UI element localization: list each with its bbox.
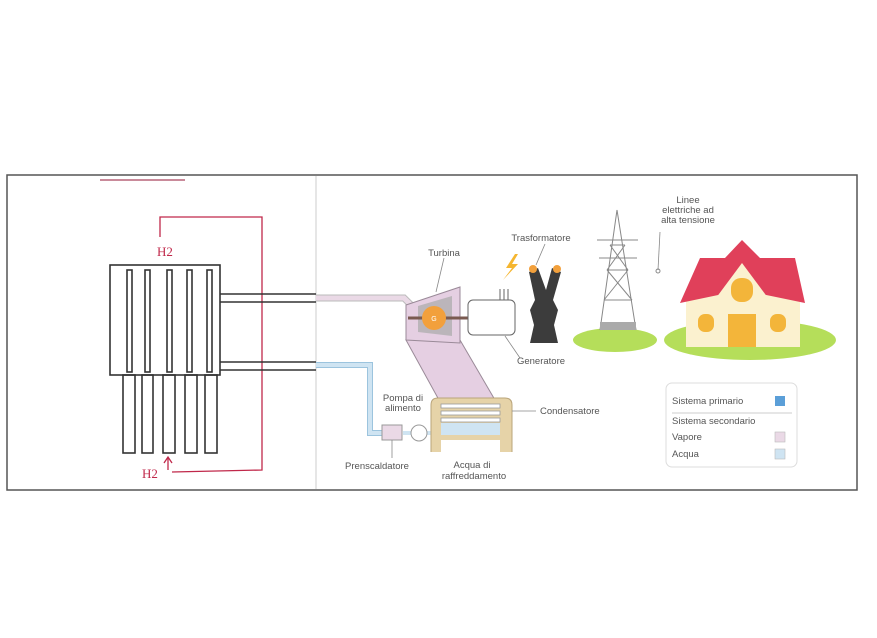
transmission-tower: [597, 209, 638, 331]
generator: [467, 299, 516, 336]
transformer-label: Trasformatore: [511, 233, 570, 244]
leader-line: [504, 335, 521, 359]
legend-box: [665, 382, 798, 468]
grass: [573, 328, 657, 352]
condenser-gap: [441, 440, 500, 452]
leader-line: [657, 231, 661, 271]
slot: [126, 269, 133, 373]
electrode-finger: [204, 374, 218, 454]
cooling-water-label-1: Acqua di: [454, 460, 491, 471]
condenser-coil: [440, 417, 501, 423]
legend-water: Acqua: [672, 449, 700, 460]
external-wire: [159, 216, 263, 473]
legend: Sistema primario Sistema secondario Vapo…: [665, 382, 798, 468]
electrode-finger: [184, 374, 198, 454]
house: [680, 240, 805, 347]
legend-secondary: Sistema secondario: [672, 416, 755, 427]
power-lines-label-1: Linee: [676, 195, 699, 206]
condenser-coil: [440, 410, 501, 416]
transformer-bushing: [553, 265, 561, 273]
transformer: [529, 268, 561, 343]
leader-dot: [655, 268, 661, 274]
transformer-bushing: [529, 265, 537, 273]
upper-pipe: [220, 293, 316, 303]
lower-pipe: [220, 361, 316, 371]
slot: [144, 269, 151, 373]
water-pipe: [316, 363, 382, 435]
steam-pipe: [316, 295, 414, 308]
hand-sketch-electrode-stack: H2 H2: [109, 216, 316, 481]
arrow-up-icon: [163, 455, 173, 470]
condenser-label: Condensatore: [540, 406, 600, 417]
hydrogen-label-top: H2: [157, 244, 173, 259]
preheater: [381, 424, 403, 441]
condenser-water: [441, 423, 500, 435]
legend-primary: Sistema primario: [672, 396, 743, 407]
rotor-label: G: [431, 316, 436, 323]
feed-pump-label-1: Pompa di: [383, 393, 423, 404]
electrode-finger: [141, 374, 154, 454]
legend-swatch-water: [774, 448, 786, 460]
power-lines-label-3: alta tensione: [661, 215, 715, 226]
condenser-coil: [440, 403, 501, 409]
electrode-finger: [122, 374, 136, 454]
feed-pump-label-2: alimento: [385, 403, 421, 414]
leader-line: [535, 243, 546, 266]
power-lines-label-2: elettriche ad: [662, 205, 714, 216]
hydrogen-label-bottom: H2: [142, 466, 158, 481]
slot: [166, 269, 173, 373]
cooling-water-label-2: raffreddamento: [442, 471, 506, 482]
generator-label: Generatore: [517, 356, 565, 367]
electrode-finger: [162, 374, 176, 454]
turbine-label: Turbina: [428, 248, 461, 259]
legend-swatch-primary: [775, 396, 785, 406]
power-plant-diagram: G: [316, 195, 836, 482]
slot: [186, 269, 193, 373]
feed-pump: [410, 424, 428, 442]
turbine-rotor: [422, 306, 446, 330]
generator-terminals: [499, 289, 509, 300]
lightning-icon: [503, 254, 518, 280]
preheater-label: Prenscaldatore: [345, 461, 409, 472]
legend-swatch-steam: [774, 431, 786, 443]
slot: [206, 269, 213, 373]
leader-line: [435, 257, 445, 293]
legend-steam: Vapore: [672, 432, 702, 443]
